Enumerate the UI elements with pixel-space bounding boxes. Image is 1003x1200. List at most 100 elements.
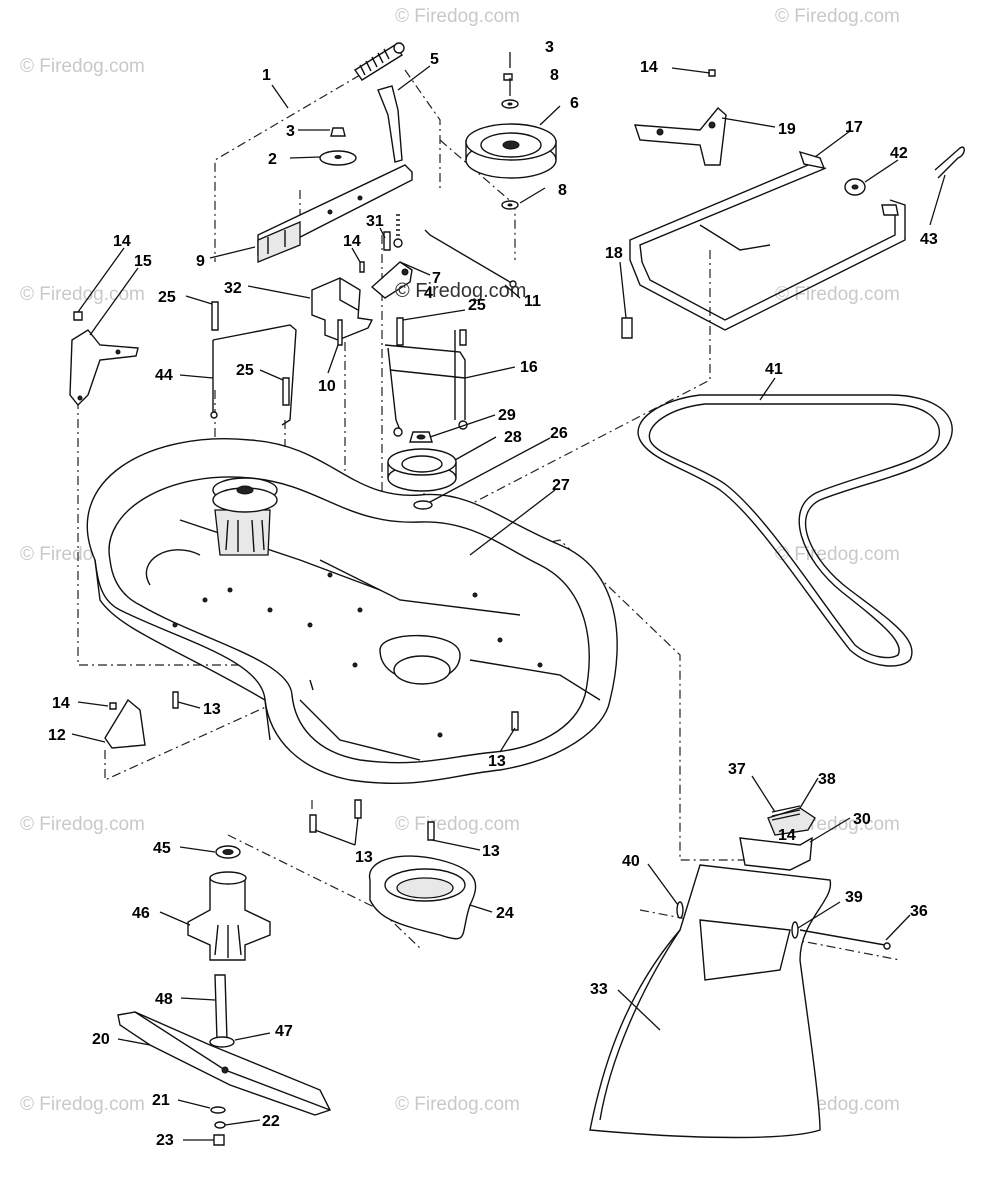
idler-pulley [465,123,557,179]
part-label-14-hinge: 14 [52,695,70,712]
watermark: © Firedog.com [20,284,145,305]
hanger-bracket-left [69,311,139,407]
watermark: © Firedog.com [20,56,145,77]
part-label-13-b: 13 [488,753,506,770]
part-label-14-bag: 14 [778,827,796,844]
part-label-6: 6 [570,95,579,112]
part-label-41: 41 [765,361,783,378]
bolt-13-c [309,814,317,833]
lift-lever [354,42,405,163]
part-label-17: 17 [845,119,863,136]
part-label-12: 12 [48,727,66,744]
spring-31 [393,214,403,248]
drive-belt [637,394,953,667]
control-rod [424,229,517,288]
bolt-25-right [396,317,467,346]
part-label-37: 37 [728,761,746,778]
part-labels: 1 2 3 3 4 5 6 7 8 8 9 10 11 12 13 13 13 … [48,39,938,1149]
bolt-25-mid [282,377,290,406]
part-label-20: 20 [92,1031,110,1048]
center-pulley [387,448,457,492]
part-label-45: 45 [153,840,171,857]
center-bracket [311,277,374,341]
deflector-bracket [634,69,727,166]
washer-42 [844,178,866,196]
part-label-5: 5 [430,51,439,68]
bolt-25-left [211,301,219,331]
part-label-13-d: 13 [482,843,500,860]
part-label-43: 43 [920,231,938,248]
part-label-31: 31 [366,213,384,230]
hinge-bracket [104,698,146,749]
bolt-13-d [354,799,362,819]
watermark: © Firedog.com [775,284,900,305]
bolt-10 [337,319,343,346]
bolt-13-b [511,711,519,731]
inline-watermark: © Firedog.com [395,280,526,302]
part-label-3-left: 3 [286,123,295,140]
washer-39 [791,921,799,939]
part-label-48: 48 [155,991,173,1008]
washer-21 [210,1106,226,1114]
part-label-16: 16 [520,359,538,376]
part-label-22: 22 [262,1113,280,1130]
part-label-39: 39 [845,889,863,906]
leader-lines [71,52,946,1141]
part-label-29: 29 [498,407,516,424]
part-label-19: 19 [778,121,796,138]
part-label-25-mid: 25 [236,362,254,379]
part-label-36: 36 [910,903,928,920]
part-label-9: 9 [196,253,205,270]
part-label-11: 11 [524,293,541,310]
pin-18 [621,317,633,339]
watermark: © Firedog.com [20,814,145,835]
part-label-42: 42 [890,145,908,162]
part-label-21: 21 [152,1092,170,1109]
pin-43 [934,146,965,179]
part-label-18: 18 [605,245,623,262]
spring-37 [771,805,801,821]
watermark: © Firedog.com [20,1094,145,1115]
part-label-27: 27 [552,477,570,494]
watermark: © Firedog.com [395,6,520,27]
part-label-10: 10 [318,378,336,395]
grass-bag [589,864,832,1139]
left-spindle-assembly [212,477,278,556]
part-label-33: 33 [590,981,608,998]
deflector-frame [629,150,906,331]
part-label-26: 26 [550,425,568,442]
blade-20 [117,1011,331,1116]
baffle [368,855,477,940]
watermark: © Firedog.com [395,1094,520,1115]
deflector-30 [739,807,816,871]
part-label-44: 44 [155,367,173,384]
part-label-23: 23 [156,1132,174,1149]
part-label-7: 7 [432,270,441,287]
washer-8-top [501,99,519,109]
bearing-45 [215,845,241,859]
part-label-14-center: 14 [343,233,361,250]
part-label-40: 40 [622,853,640,870]
part-label-14-top-right: 14 [640,59,658,76]
bolt-23 [213,1134,225,1146]
lift-rod-assembly [384,330,468,437]
part-label-25-left: 25 [158,289,176,306]
mower-deck [86,438,618,785]
washer-8-bottom [501,200,519,210]
part-label-25-right: 25 [468,297,486,314]
bolt-31 [383,231,391,251]
part-label-38: 38 [818,771,836,788]
bolt-13-e [427,821,435,841]
part-label-47: 47 [275,1023,293,1040]
part-label-1: 1 [262,67,271,84]
part-label-30: 30 [853,811,871,828]
watermark: © Firedog.com [775,6,900,27]
part-label-32: 32 [224,280,242,297]
part-label-24: 24 [496,905,514,922]
watermark: © Firedog.com [395,814,520,835]
part-label-3-top: 3 [545,39,554,56]
link-rod [210,324,297,426]
clip-4 [370,261,413,299]
part-label-13-c: 13 [355,849,373,866]
